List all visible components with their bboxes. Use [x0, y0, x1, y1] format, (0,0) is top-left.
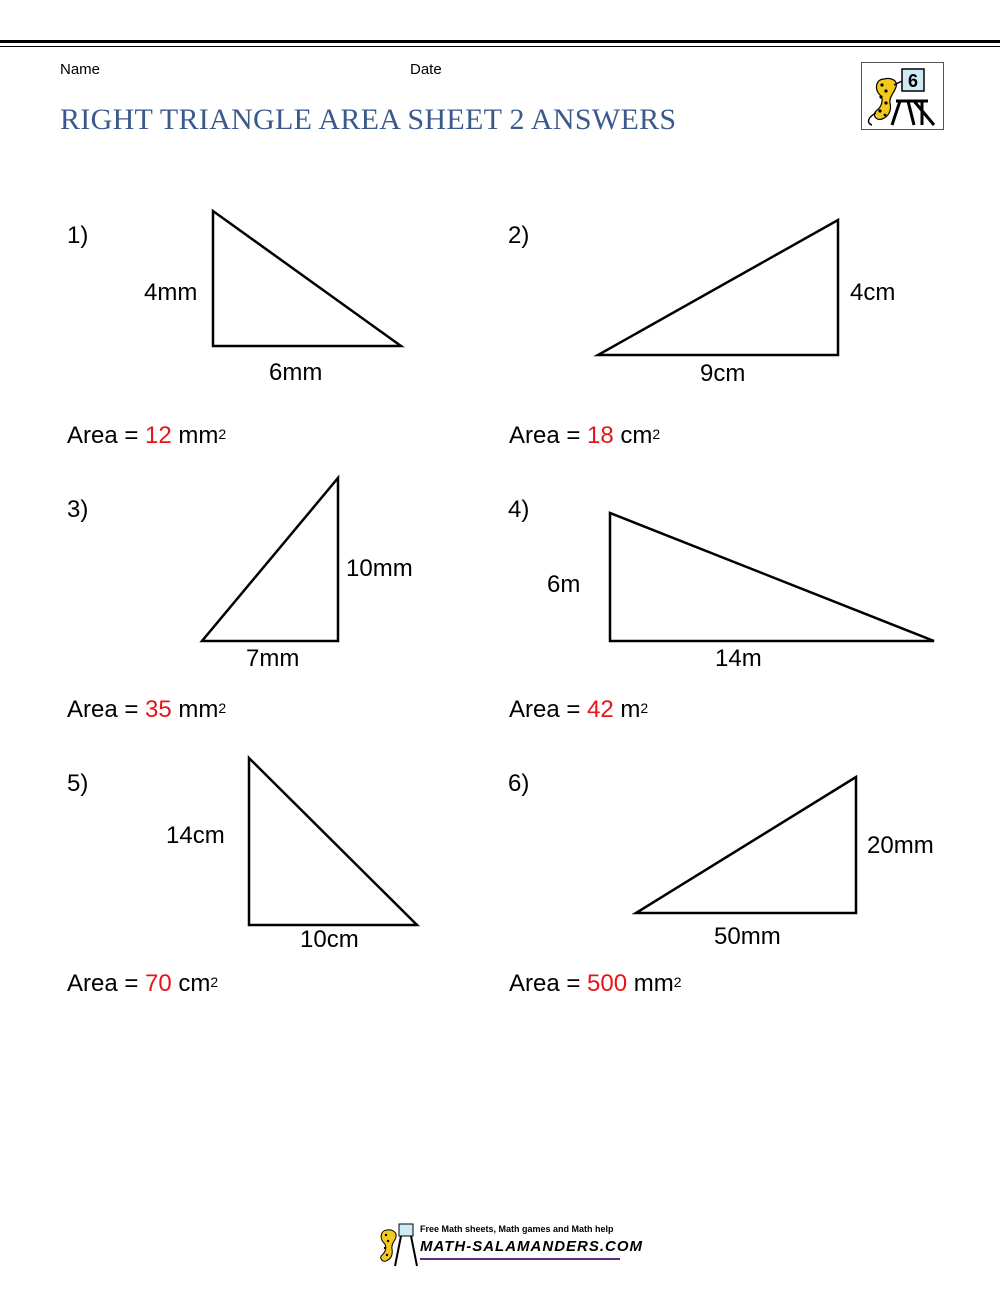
problem-5-answer: 70 [145, 970, 172, 997]
area-prefix: Area = [509, 970, 588, 997]
area-exponent: 2 [218, 700, 227, 716]
footer-underline [420, 1258, 620, 1260]
problem-3-area: Area = 35 mm2 [67, 696, 226, 724]
problem-1-area: Area = 12 mm2 [67, 422, 226, 450]
problem-2-answer: 18 [587, 422, 614, 449]
problem-3-height-label: 10mm [346, 555, 413, 582]
footer-salamander-icon [380, 1223, 418, 1267]
area-unit: cm [178, 970, 211, 997]
problem-1-number: 1) [67, 222, 89, 249]
problem-5-height-label: 14cm [166, 822, 225, 849]
area-unit: m [620, 696, 641, 723]
problem-2-number: 2) [508, 222, 530, 249]
area-unit: cm [620, 422, 653, 449]
problem-4-answer: 42 [587, 696, 614, 723]
area-exponent: 2 [218, 426, 227, 442]
problem-1-height-label: 4mm [144, 279, 198, 306]
area-prefix: Area = [67, 422, 146, 449]
problem-6-number: 6) [508, 770, 530, 797]
problem-4-base-label: 14m [715, 645, 762, 672]
area-unit: mm [178, 422, 219, 449]
name-label: Name [60, 61, 101, 78]
problem-1-base-label: 6mm [269, 359, 323, 386]
problem-3-answer: 35 [145, 696, 172, 723]
page-title: RIGHT TRIANGLE AREA SHEET 2 ANSWERS [60, 103, 677, 136]
problem-2-base-label: 9cm [700, 360, 746, 387]
footer-brand: Free Math sheets, Math games and Math he… [375, 1222, 642, 1272]
problem-3-base-label: 7mm [246, 645, 300, 672]
footer-site-name: MATH-SALAMANDERS.COM [420, 1238, 644, 1255]
problem-6-base-label: 50mm [714, 923, 781, 950]
area-prefix: Area = [67, 696, 146, 723]
problem-5-base-label: 10cm [300, 926, 359, 953]
area-prefix: Area = [509, 696, 588, 723]
problem-4-height-label: 6m [547, 571, 581, 598]
problem-5-area: Area = 70 cm2 [67, 970, 218, 998]
header-rule [0, 40, 1000, 43]
area-exponent: 2 [210, 974, 219, 990]
footer-tagline: Free Math sheets, Math games and Math he… [420, 1224, 614, 1234]
area-prefix: Area = [509, 422, 588, 449]
area-exponent: 2 [652, 426, 661, 442]
header-rule-thin [0, 46, 1000, 47]
problem-4-number: 4) [508, 496, 530, 523]
problem-3-number: 3) [67, 496, 89, 523]
area-prefix: Area = [67, 970, 146, 997]
problem-2-area: Area = 18 cm2 [509, 422, 660, 450]
area-exponent: 2 [640, 700, 649, 716]
area-unit: mm [178, 696, 219, 723]
area-exponent: 2 [673, 974, 682, 990]
area-unit: mm [633, 970, 674, 997]
problem-1-answer: 12 [145, 422, 172, 449]
problem-6-area: Area = 500 mm2 [509, 970, 682, 998]
problem-5-number: 5) [67, 770, 89, 797]
problem-6-answer: 500 [587, 970, 628, 997]
logo-badge-text: 6 [908, 71, 918, 91]
date-label: Date [410, 61, 442, 78]
problem-6-height-label: 20mm [867, 832, 934, 859]
salamander-icon: 6 [867, 68, 936, 126]
salamander-logo: 6 [861, 62, 944, 130]
problem-4-area: Area = 42 m2 [509, 696, 648, 724]
problem-2-height-label: 4cm [850, 279, 896, 306]
